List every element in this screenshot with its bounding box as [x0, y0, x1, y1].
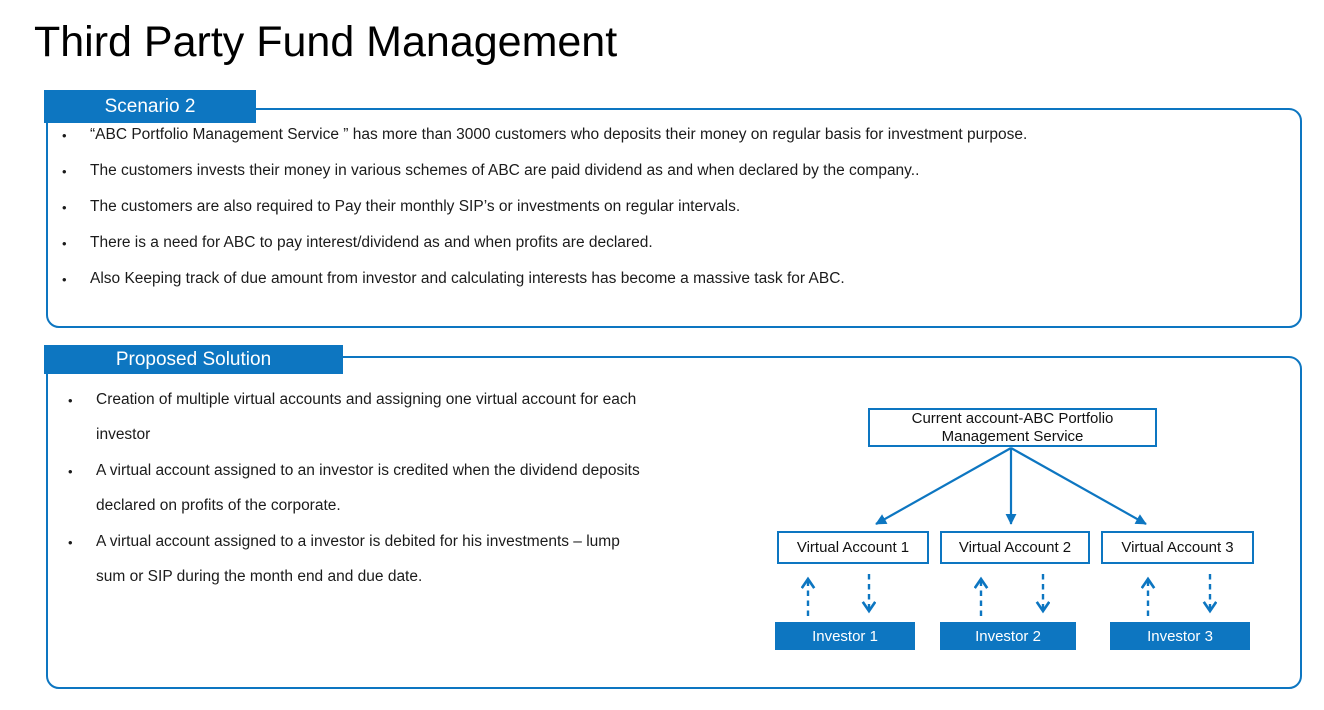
scenario-tab: Scenario 2 [44, 90, 256, 123]
diagram-virtual-account-3-box: Virtual Account 3 [1101, 531, 1254, 564]
bullet-text: There is a need for ABC to pay interest/… [90, 234, 653, 251]
diagram-virtual-account-3-label: Virtual Account 3 [1121, 538, 1234, 556]
list-item: “ABC Portfolio Management Service ” has … [62, 125, 1262, 145]
bullet-icon [68, 524, 96, 594]
list-item: Creation of multiple virtual accounts an… [68, 382, 768, 452]
solution-bullet-list: Creation of multiple virtual accounts an… [68, 382, 768, 595]
bullet-icon [68, 382, 96, 452]
diagram-investor-2-label: Investor 2 [975, 627, 1041, 645]
diagram-virtual-account-2-box: Virtual Account 2 [940, 531, 1090, 564]
list-item: The customers are also required to Pay t… [62, 197, 1262, 217]
bullet-text: A virtual account assigned to a investor… [96, 533, 620, 585]
bullet-icon [62, 269, 90, 289]
diagram-virtual-account-1-label: Virtual Account 1 [796, 538, 910, 556]
diagram-investor-2-box: Investor 2 [940, 622, 1076, 650]
bullet-icon [62, 233, 90, 253]
diagram-investor-1-label: Investor 1 [812, 627, 878, 645]
diagram-virtual-account-1-box: Virtual Account 1 [777, 531, 929, 564]
list-item: A virtual account assigned to an investo… [68, 453, 768, 523]
bullet-text: Creation of multiple virtual accounts an… [96, 391, 637, 443]
list-item: There is a need for ABC to pay interest/… [62, 233, 1262, 253]
diagram-investor-3-label: Investor 3 [1147, 627, 1213, 645]
diagram-investor-3-box: Investor 3 [1110, 622, 1250, 650]
diagram-virtual-account-2-label: Virtual Account 2 [958, 538, 1072, 556]
bullet-icon [68, 453, 96, 523]
scenario-bullet-list: “ABC Portfolio Management Service ” has … [62, 125, 1262, 305]
bullet-icon [62, 161, 90, 181]
page-title: Third Party Fund Management [34, 18, 618, 66]
bullet-text: The customers invests their money in var… [90, 162, 920, 179]
scenario-tab-label: Scenario 2 [104, 95, 196, 117]
scenario-panel [46, 108, 1302, 328]
list-item: A virtual account assigned to a investor… [68, 524, 768, 594]
bullet-text: “ABC Portfolio Management Service ” has … [90, 126, 1028, 143]
solution-tab-label: Proposed Solution [115, 348, 272, 370]
bullet-icon [62, 125, 90, 145]
diagram-current-account-label: Current account-ABC Portfolio Management… [911, 409, 1114, 445]
solution-tab: Proposed Solution [44, 345, 343, 374]
bullet-text: A virtual account assigned to an investo… [96, 462, 640, 514]
diagram-investor-1-box: Investor 1 [775, 622, 915, 650]
bullet-text: Also Keeping track of due amount from in… [90, 270, 845, 287]
list-item: Also Keeping track of due amount from in… [62, 269, 1262, 289]
bullet-text: The customers are also required to Pay t… [90, 198, 741, 215]
diagram-current-account-box: Current account-ABC Portfolio Management… [868, 408, 1157, 447]
bullet-icon [62, 197, 90, 217]
list-item: The customers invests their money in var… [62, 161, 1262, 181]
